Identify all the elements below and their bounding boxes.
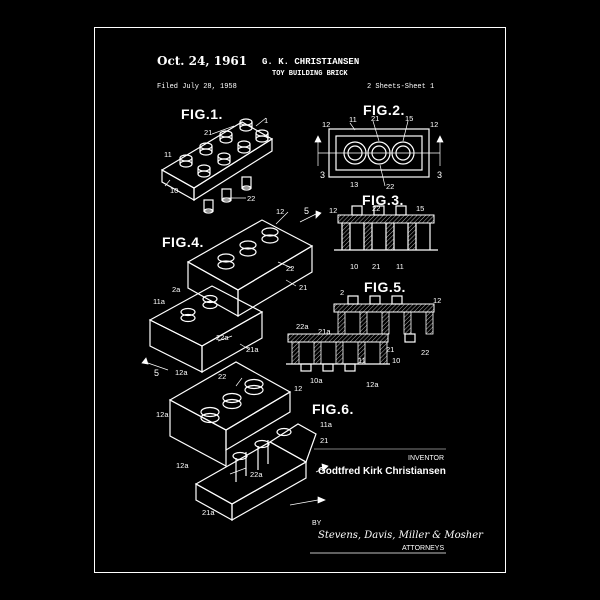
fig4-ref-11a: 11a <box>153 297 165 306</box>
fig3-ref-15: 15 <box>416 204 425 213</box>
fig5-label: FIG.5. <box>364 279 406 295</box>
fig2-bottom-view-drawing <box>314 120 444 187</box>
fig3-label: FIG.3. <box>362 192 404 208</box>
fig5-ref-11: 11 <box>358 356 366 365</box>
fig2-ref-22: 22 <box>386 182 395 191</box>
fig4-ref-12a: 12a <box>175 368 188 377</box>
fig5-ref-22a: 22a <box>296 322 309 331</box>
fig3-ref-11: 11 <box>396 262 404 271</box>
fig6-ref-11a: 11a <box>320 420 332 429</box>
fig1-ref-21: 21 <box>204 128 213 137</box>
fig2-ref-12-left: 12 <box>322 120 331 129</box>
by-label: BY <box>312 520 322 527</box>
fig4-ref-2a: 2a <box>172 285 181 294</box>
fig5-ref-12a: 12a <box>366 380 379 389</box>
fig6-label: FIG.6. <box>312 401 354 417</box>
fig2-ref-15: 15 <box>405 114 414 123</box>
fig1-ref-22: 22 <box>247 194 256 203</box>
inventor-label: INVENTOR <box>408 455 445 462</box>
fig2-label: FIG.2. <box>363 102 405 118</box>
fig5-ref-10a: 10a <box>310 376 323 385</box>
fig5-stacked-section-drawing <box>286 295 435 372</box>
fig1-ref-11: 11 <box>164 150 172 159</box>
fig6-ref-12a: 12a <box>156 410 169 419</box>
sheet-count: 2 Sheets-Sheet 1 <box>367 83 435 91</box>
fig4-ref-5-top: 5 <box>304 206 310 216</box>
inventor-short-name: G. K. CHRISTIANSEN <box>262 57 360 67</box>
fig6-ref-12: 12 <box>294 384 303 393</box>
fig5-ref-21a: 21a <box>318 327 331 336</box>
fig5-ref-22: 22 <box>421 348 430 357</box>
fig3-ref-22: 22 <box>372 204 381 213</box>
fig2-ref-11: 11 <box>349 115 357 124</box>
fig2-ref-21: 21 <box>371 114 380 123</box>
inventor-full-name: Godtfred Kirk Christiansen <box>318 466 446 477</box>
fig4-ref-22: 22 <box>286 264 295 273</box>
fig2-ref-3-left: 3 <box>320 170 326 180</box>
fig6-ref-21a: 21a <box>202 508 215 517</box>
patent-title: TOY BUILDING BRICK <box>272 70 348 78</box>
fig5-ref-2: 2 <box>340 288 345 297</box>
fig5-ref-21: 21 <box>386 345 395 354</box>
fig1-label: FIG.1. <box>181 106 223 122</box>
fig2-ref-12-right: 12 <box>430 120 439 129</box>
fig6-ref-22a: 22a <box>250 470 263 479</box>
fig4-ref-5-bottom: 5 <box>154 368 160 378</box>
fig3-ref-12: 12 <box>329 206 338 215</box>
fig4-ref-21a: 21a <box>246 345 259 354</box>
fig3-ref-21: 21 <box>372 262 381 271</box>
patent-date: Oct. 24, 1961 <box>157 54 248 68</box>
fig6-bricks-drawing <box>168 361 329 522</box>
attorneys-signature: Stevens, Davis, Miller & Mosher <box>318 530 483 541</box>
fig5-ref-12: 12 <box>433 296 442 305</box>
fig1-ref-1: 1 <box>264 116 269 125</box>
fig1-ref-10: 10 <box>170 186 179 195</box>
fig4-ref-21: 21 <box>299 283 308 292</box>
fig4-ref-12: 12 <box>276 207 285 216</box>
fig5-ref-10: 10 <box>392 356 401 365</box>
fig1-brick-drawing <box>160 117 274 214</box>
fig4-ref-22a: 22a <box>216 333 229 342</box>
fig3-ref-10: 10 <box>350 262 359 271</box>
fig4-label: FIG.4. <box>162 234 204 250</box>
fig6-ref-21: 21 <box>320 436 329 445</box>
fig2-ref-3-right: 3 <box>437 170 443 180</box>
poster-frame <box>94 27 506 573</box>
fig4-stacked-bricks-drawing <box>141 210 322 374</box>
fig2-ref-13: 13 <box>350 180 359 189</box>
fig6-ref-22: 22 <box>218 372 227 381</box>
filed-date: Filed July 28, 1958 <box>157 83 237 91</box>
attorneys-label: ATTORNEYS <box>402 545 445 552</box>
fig3-section-drawing <box>334 205 438 251</box>
fig6-ref-12a-lower: 12a <box>176 461 189 470</box>
